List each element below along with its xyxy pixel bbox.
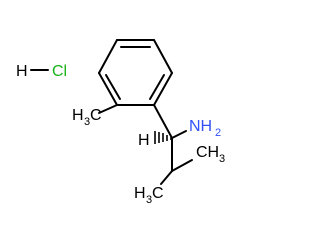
- svg-text:H: H: [134, 185, 146, 202]
- svg-text:C: C: [90, 107, 102, 124]
- svg-text:CH: CH: [196, 144, 219, 161]
- isopropyl-right-bond: [171, 159, 193, 172]
- stereo-hash-wedge: [154, 131, 172, 144]
- ring-methyl-bond: [98, 104, 118, 114]
- svg-text:2: 2: [215, 127, 221, 139]
- amine-label: NH 2: [189, 118, 221, 139]
- structure-canvas: H Cl H 3 C NH 2 H CH: [16, 39, 225, 206]
- svg-text:3: 3: [84, 116, 90, 128]
- ring-to-chiral-bond: [153, 104, 173, 139]
- isopropyl-left-bond: [160, 170, 173, 185]
- svg-text:3: 3: [146, 194, 152, 206]
- benzene-ring: [98, 39, 173, 106]
- stereo-h-label: H: [138, 132, 150, 149]
- hcl-h-label: H: [16, 63, 28, 80]
- isopropyl-right-methyl-label: CH 3: [196, 144, 225, 165]
- ring-methyl-label: H 3 C: [72, 107, 102, 128]
- hcl-cl-label: Cl: [52, 63, 67, 80]
- molecule-diagram: H Cl H 3 C NH 2 H CH: [16, 39, 225, 206]
- svg-text:NH: NH: [189, 118, 212, 135]
- chiral-to-amine-bond: [171, 130, 187, 139]
- svg-text:3: 3: [219, 153, 225, 165]
- isopropyl-left-methyl-label: H 3 C: [134, 185, 164, 206]
- svg-text:H: H: [72, 107, 84, 124]
- svg-text:C: C: [152, 185, 164, 202]
